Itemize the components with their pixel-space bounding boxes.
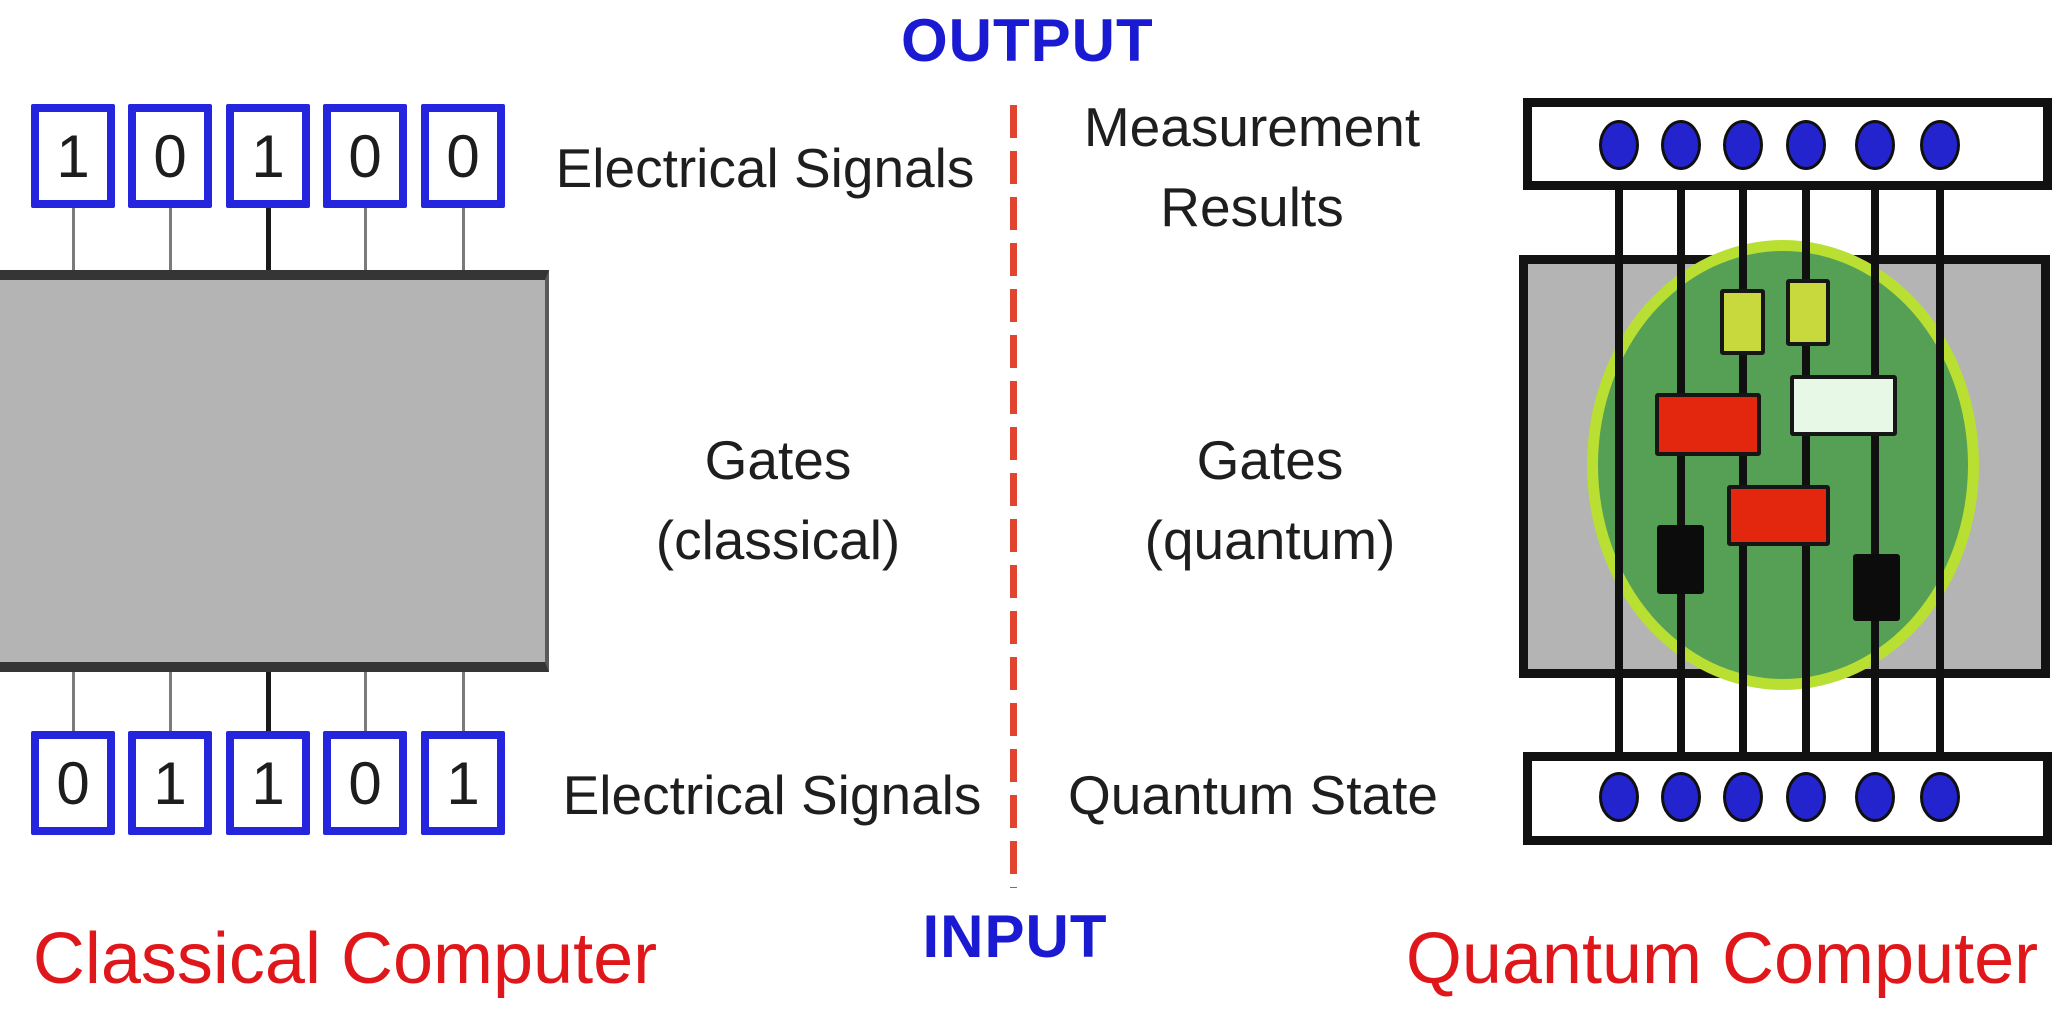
- qubit-dot: [1599, 120, 1639, 170]
- classical-bit-box: 1: [421, 731, 505, 835]
- bit-value: 0: [348, 749, 382, 817]
- classical-bit-box: 0: [421, 104, 505, 208]
- classical-bit-box: 1: [128, 731, 212, 835]
- classical-wire: [266, 672, 271, 731]
- output-heading: OUTPUT: [901, 7, 1154, 74]
- classical-computer-title: Classical Computer: [32, 919, 658, 999]
- classical-bit-box: 0: [128, 104, 212, 208]
- classical-bit-box: 0: [31, 731, 115, 835]
- quantum-gate-mint-1: [1790, 375, 1897, 436]
- qubit-dot: [1920, 772, 1960, 822]
- quantum-wire: [1615, 188, 1623, 752]
- quantum-gates-circle: [1587, 240, 1979, 690]
- qubit-dot: [1855, 120, 1895, 170]
- label-measurement-results-line1: Measurement: [1083, 96, 1421, 158]
- quantum-wire: [1677, 188, 1685, 752]
- quantum-gate-black-2: [1853, 554, 1900, 621]
- label-measurement-results: Measurement Results: [1047, 87, 1457, 247]
- quantum-wire: [1936, 188, 1944, 752]
- classical-wire: [364, 208, 367, 270]
- divider-dashed-line: [1010, 105, 1017, 888]
- bit-value: 1: [446, 749, 480, 817]
- quantum-gate-yellow-2: [1786, 279, 1830, 346]
- input-heading: INPUT: [922, 903, 1108, 970]
- label-gates-classical-line1: Gates: [704, 429, 852, 491]
- quantum-gate-black-1: [1657, 525, 1704, 594]
- classical-bit-box: 0: [323, 104, 407, 208]
- classical-wire: [169, 208, 172, 270]
- qubit-dot: [1855, 772, 1895, 822]
- quantum-gate-yellow-1: [1720, 289, 1765, 355]
- classical-wire: [364, 672, 367, 731]
- label-gates-quantum: Gates (quantum): [1070, 420, 1470, 580]
- qubit-dot: [1920, 120, 1960, 170]
- quantum-wire: [1802, 188, 1810, 752]
- quantum-wire: [1871, 188, 1879, 752]
- classical-bit-box: 1: [226, 104, 310, 208]
- bit-value: 1: [56, 122, 90, 190]
- classical-wire: [169, 672, 172, 731]
- classical-bit-box: 1: [31, 104, 115, 208]
- label-electrical-signals-top: Electrical Signals: [555, 137, 975, 199]
- label-measurement-results-line2: Results: [1160, 176, 1344, 238]
- quantum-wire: [1739, 188, 1747, 752]
- classical-gates-box: [0, 270, 549, 672]
- classical-wire: [72, 672, 75, 731]
- bit-value: 1: [251, 749, 285, 817]
- bit-value: 0: [153, 122, 187, 190]
- bit-value: 1: [153, 749, 187, 817]
- label-gates-quantum-line2: (quantum): [1144, 509, 1396, 571]
- qubit-dot: [1599, 772, 1639, 822]
- label-quantum-state: Quantum State: [1068, 764, 1438, 826]
- classical-wire: [266, 208, 271, 270]
- label-gates-classical: Gates (classical): [578, 420, 978, 580]
- qubit-dot: [1661, 120, 1701, 170]
- classical-bit-box: 1: [226, 731, 310, 835]
- classical-wire: [72, 208, 75, 270]
- quantum-gate-red-2: [1727, 485, 1830, 546]
- bit-value: 1: [251, 122, 285, 190]
- quantum-computer-title: Quantum Computer: [1405, 919, 2039, 999]
- label-gates-classical-line2: (classical): [655, 509, 901, 571]
- classical-bit-box: 0: [323, 731, 407, 835]
- label-gates-quantum-line1: Gates: [1196, 429, 1344, 491]
- classical-wire: [462, 672, 465, 731]
- qubit-dot: [1723, 120, 1763, 170]
- qubit-dot: [1661, 772, 1701, 822]
- bit-value: 0: [348, 122, 382, 190]
- bit-value: 0: [56, 749, 90, 817]
- bit-value: 0: [446, 122, 480, 190]
- classical-wire: [462, 208, 465, 270]
- qubit-dot: [1786, 772, 1826, 822]
- qubit-dot: [1786, 120, 1826, 170]
- label-electrical-signals-bottom: Electrical Signals: [562, 764, 982, 826]
- qubit-dot: [1723, 772, 1763, 822]
- quantum-gate-red-1: [1655, 393, 1761, 456]
